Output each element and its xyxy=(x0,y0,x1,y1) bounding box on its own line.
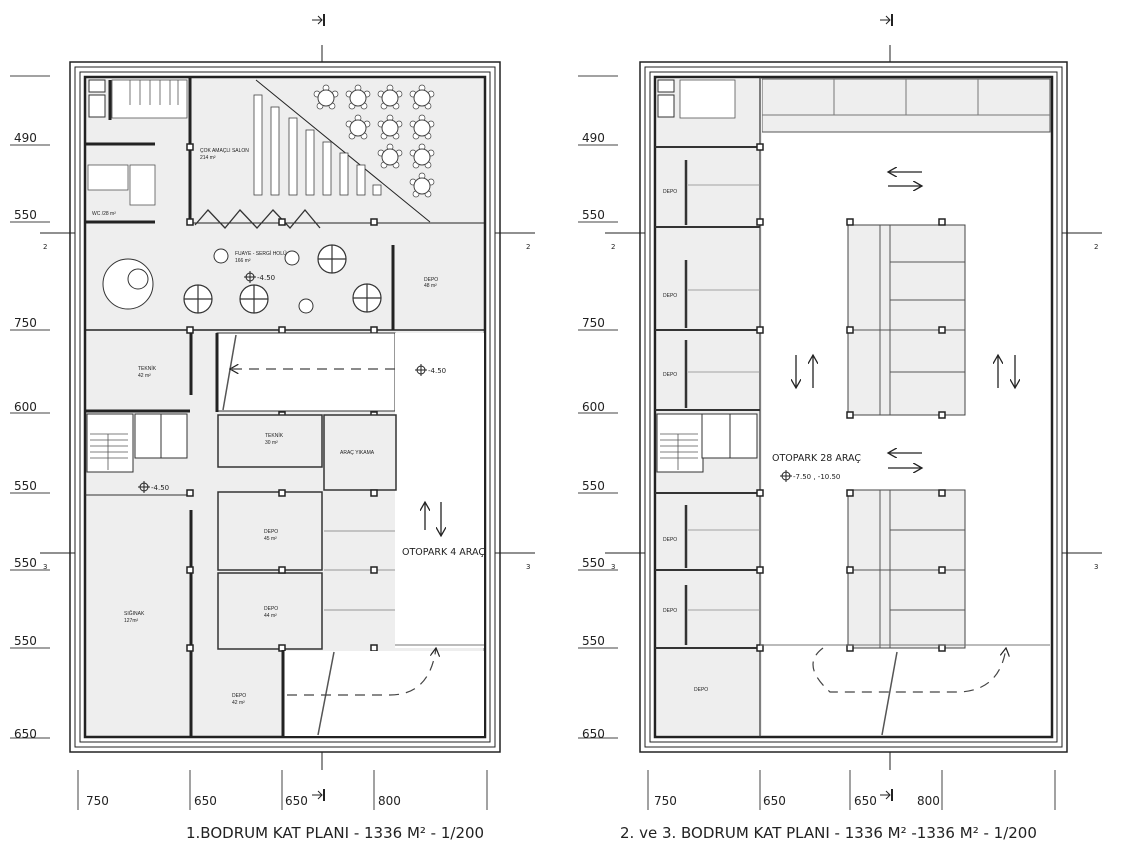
spiral-stair xyxy=(102,258,154,310)
parking-island-1 xyxy=(846,218,966,419)
dimensions-plan2: 490 550 750 600 550 550 550 650 750 650 … xyxy=(578,75,1056,810)
section-marker-2: 2 xyxy=(1094,243,1098,251)
dim-v: 490 xyxy=(582,131,605,145)
level-plan2: -7.50 , -10.50 xyxy=(793,473,840,481)
room-depo44-name: DEPO xyxy=(264,606,278,612)
room-depo45-area: 45 m² xyxy=(264,536,277,542)
dim-h: 650 xyxy=(854,794,877,808)
level-ramp: -4.50 xyxy=(428,367,446,375)
parking-island-2 xyxy=(846,489,966,652)
room-depo-2: DEPO xyxy=(663,293,677,299)
room-depo-3: DEPO xyxy=(663,372,677,378)
dim-h: 650 xyxy=(194,794,217,808)
dim-h: 750 xyxy=(654,794,677,808)
room-teknik42-name: TEKNİK xyxy=(138,365,157,372)
dim-h: 800 xyxy=(917,794,940,808)
room-depo42-area: 42 m² xyxy=(232,700,245,706)
room-salon-area: 214 m² xyxy=(200,155,216,161)
dim-v: 550 xyxy=(14,556,37,570)
section-marker-2: 2 xyxy=(43,243,47,251)
section-marker-3: 3 xyxy=(526,563,530,571)
room-depo-4: DEPO xyxy=(663,537,677,543)
otopark-label: OTOPARK 4 ARAÇ xyxy=(402,547,485,558)
room-fuaye-name: FUAYE - SERGİ HOLÜ xyxy=(235,250,287,257)
room-teknik30-name: TEKNİK xyxy=(265,432,284,439)
room-salon-name: ÇOK AMAÇLI SALON xyxy=(200,148,249,154)
dim-v: 550 xyxy=(582,556,605,570)
dim-h: 750 xyxy=(86,794,109,808)
dim-v: 650 xyxy=(14,727,37,741)
dim-h: 650 xyxy=(285,794,308,808)
section-marker-3: 3 xyxy=(43,563,47,571)
dim-v: 550 xyxy=(14,634,37,648)
dim-v: 550 xyxy=(14,479,37,493)
plan-2-title: 2. ve 3. BODRUM KAT PLANI - 1336 M² -133… xyxy=(620,824,1037,842)
room-depo42-name: DEPO xyxy=(232,693,246,699)
plan-2: DEPO DEPO DEPO DEPO DEPO DEPO OTOPARK 28… xyxy=(639,61,1068,753)
dim-h: 650 xyxy=(763,794,786,808)
dim-v: 600 xyxy=(582,400,605,414)
section-marker-2: 2 xyxy=(611,243,615,251)
dim-v: 490 xyxy=(14,131,37,145)
dim-v: 750 xyxy=(582,316,605,330)
level-fuaye: -4.50 xyxy=(257,274,275,282)
room-siginak-area: 127m² xyxy=(124,618,139,624)
room-wc-label: WC /28 m² xyxy=(92,211,116,217)
dim-v: 550 xyxy=(582,479,605,493)
room-depo-5: DEPO xyxy=(663,608,677,614)
room-depo44-area: 44 m² xyxy=(264,613,277,619)
room-depo48-name: DEPO xyxy=(424,277,438,283)
section-marker-3: 3 xyxy=(1094,563,1098,571)
dimensions-plan1: 490 550 750 600 550 550 550 650 750 650 … xyxy=(10,75,488,810)
level-core: -4.50 xyxy=(151,484,169,492)
section-lines xyxy=(40,14,1102,801)
room-depo-1: DEPO xyxy=(663,189,677,195)
room-fuaye-area: 166 m² xyxy=(235,258,251,264)
dim-v: 550 xyxy=(14,208,37,222)
section-marker-2: 2 xyxy=(526,243,530,251)
room-depo-6: DEPO xyxy=(694,687,708,693)
dim-v: 600 xyxy=(14,400,37,414)
room-teknik30-area: 30 m² xyxy=(265,440,278,446)
room-depo45-name: DEPO xyxy=(264,529,278,535)
section-marker-3: 3 xyxy=(611,563,615,571)
dim-v: 550 xyxy=(582,208,605,222)
room-teknik42-area: 42 m² xyxy=(138,373,151,379)
dim-h: 800 xyxy=(378,794,401,808)
dim-v: 750 xyxy=(14,316,37,330)
dim-v: 550 xyxy=(582,634,605,648)
room-siginak-name: SIĞINAK xyxy=(124,610,145,617)
plan-1: WC /28 m² ÇOK AMAÇLI SALON 214 m² FUAYE … xyxy=(69,61,501,753)
dim-v: 650 xyxy=(582,727,605,741)
plan-1-title: 1.BODRUM KAT PLANI - 1336 M² - 1/200 xyxy=(186,824,484,842)
otopark-28-label: OTOPARK 28 ARAÇ xyxy=(772,453,861,464)
room-depo48-area: 48 m² xyxy=(424,283,437,289)
room-yikama-label: ARAÇ YIKAMA xyxy=(340,450,375,456)
